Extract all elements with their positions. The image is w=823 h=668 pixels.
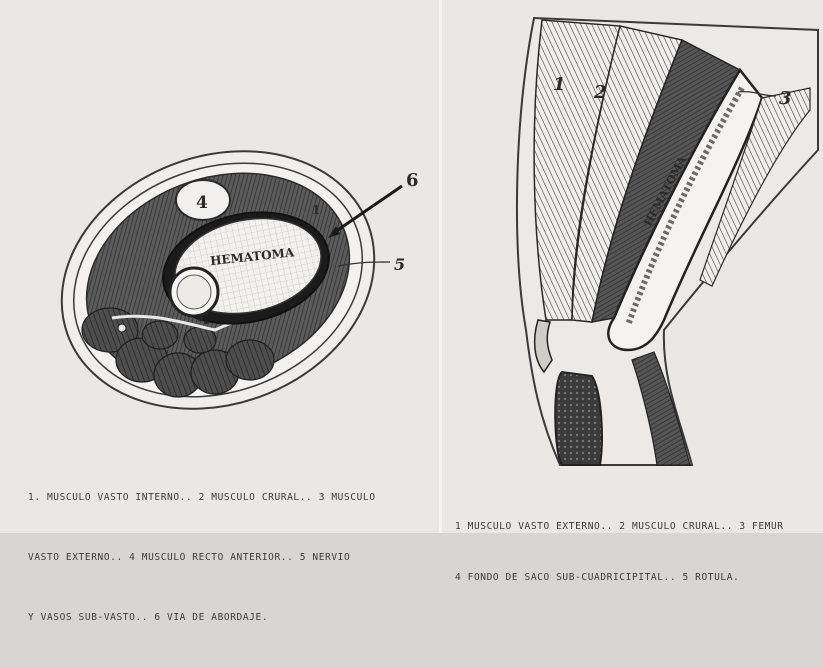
sagittal-section-illustration: 1 2 HEMATOMA 3: [442, 0, 823, 533]
label-5: 5: [394, 255, 405, 274]
label-6: 6: [406, 170, 419, 191]
label-4: 4: [196, 193, 208, 213]
label-1: 1: [312, 203, 320, 217]
left-caption-line-3: Y VASOS SUB-VASTO.. 6 VIA DE ABORDAJE.: [28, 608, 423, 628]
right-label-1: 1: [553, 74, 566, 95]
cross-section-panel: 4 HEMATOMA 1 6 5 1. M: [0, 0, 439, 533]
sagittal-section-panel: 1 2 HEMATOMA 3 1 MUSCULO VASTO EXTERNO..…: [442, 0, 823, 533]
right-caption-line-2: 4 FONDO DE SACO SUB-CUADRICIPITAL.. 5 RO…: [455, 569, 815, 586]
left-caption-line-2: VASTO EXTERNO.. 4 MUSCULO RECTO ANTERIOR…: [28, 548, 423, 568]
right-caption-line-1: 1 MUSCULO VASTO EXTERNO.. 2 MUSCULO CRUR…: [455, 518, 815, 535]
right-label-2: 2: [593, 82, 607, 103]
left-caption-line-1: 1. MUSCULO VASTO INTERNO.. 2 MUSCULO CRU…: [28, 488, 423, 508]
figure-sheet: 4 HEMATOMA 1 6 5 1. M: [0, 0, 823, 533]
right-label-3: 3: [779, 88, 792, 109]
left-caption: 1. MUSCULO VASTO INTERNO.. 2 MUSCULO CRU…: [28, 448, 423, 668]
tibia: [555, 372, 602, 465]
right-caption: 1 MUSCULO VASTO EXTERNO.. 2 MUSCULO CRUR…: [455, 484, 815, 620]
